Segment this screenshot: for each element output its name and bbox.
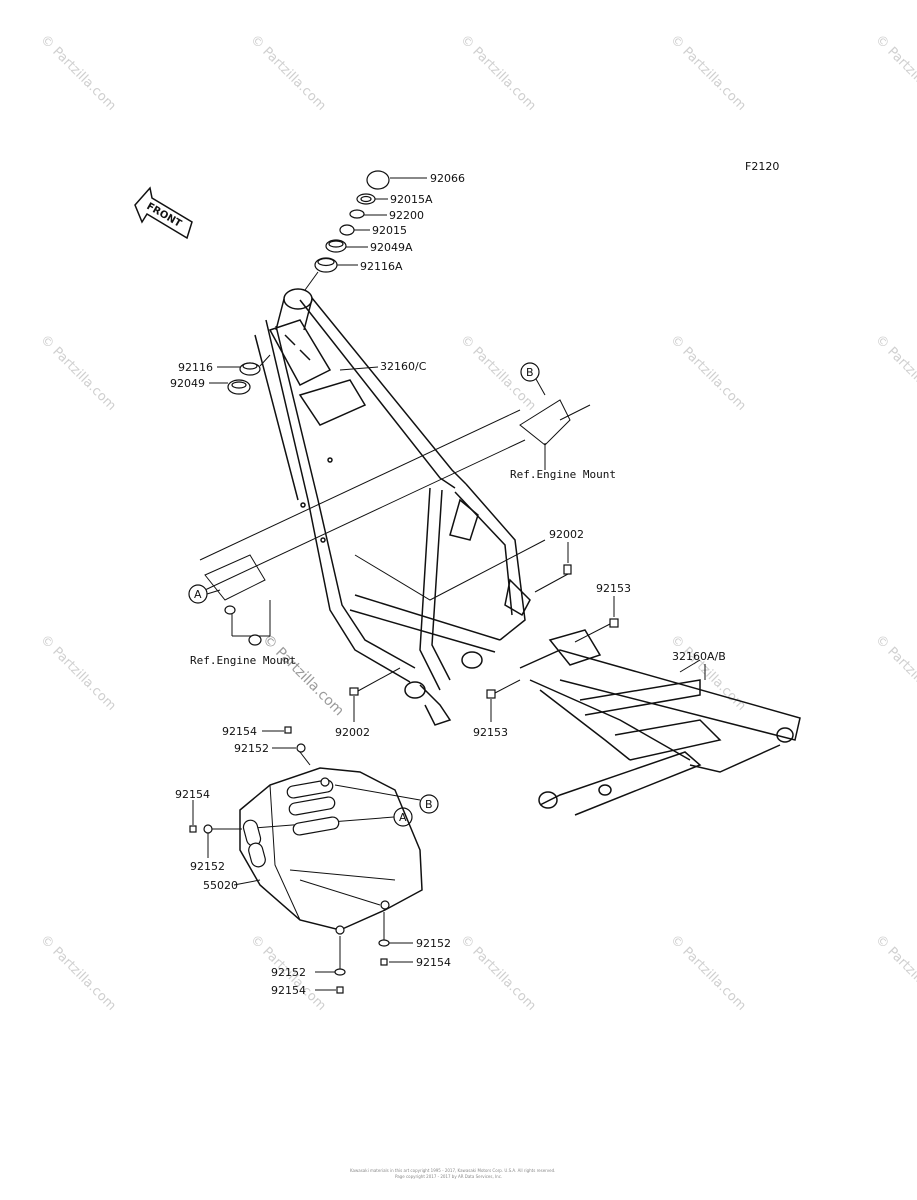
part-label-92015A: 92015A <box>390 193 433 206</box>
watermark: © Partzilla.com <box>37 632 119 714</box>
watermark: © Partzilla.com <box>872 332 917 414</box>
watermark: © Partzilla.com <box>37 332 119 414</box>
part-label-92153-bottom: 92153 <box>473 726 508 739</box>
engine-mount-ref-band <box>199 399 591 646</box>
watermark: © Partzilla.com <box>872 32 917 114</box>
callout-letter-a: A <box>399 811 407 824</box>
cap-92066 <box>366 170 390 190</box>
part-label-92200: 92200 <box>389 209 424 222</box>
front-arrow-icon: FRONT <box>134 186 193 240</box>
bolt-92153-bottom <box>486 679 521 722</box>
bolt-92002-bottom <box>349 667 401 722</box>
steering-bearing-stack <box>304 170 427 291</box>
part-label-55020: 55020 <box>203 879 238 892</box>
footer-page-copyright: Page copyright 2017 - 2017 by AR Data Se… <box>395 1174 502 1179</box>
part-label-92049A: 92049A <box>370 241 413 254</box>
bolt-92002-right <box>534 542 572 593</box>
ref-engine-mount-lower: Ref.Engine Mount <box>190 654 296 667</box>
callout-b-upper: B <box>520 362 546 396</box>
watermark: © Partzilla.com <box>457 32 539 114</box>
watermark: © Partzilla.com <box>667 332 749 414</box>
figure-code: F2120 <box>745 160 779 173</box>
bolt-92153-right <box>574 596 619 643</box>
part-label-92154-left: 92154 <box>175 788 210 801</box>
callout-a-upper: A <box>188 584 221 604</box>
watermark: © Partzilla.com <box>872 632 917 714</box>
main-frame-32160C <box>254 288 531 726</box>
part-label-92049: 92049 <box>170 377 205 390</box>
part-label-92116: 92116 <box>178 361 213 374</box>
footer-copyright: Kawasaki materials in this art copyright… <box>350 1168 555 1173</box>
callout-letter-b: B <box>526 366 534 379</box>
part-label-92066: 92066 <box>430 172 465 185</box>
skid-plate-55020 <box>233 767 423 935</box>
part-label-92116A: 92116A <box>360 260 403 273</box>
part-label-92153-right: 92153 <box>596 582 631 595</box>
watermark: © Partzilla.com <box>247 32 329 114</box>
callout-b-lower: B <box>334 784 439 814</box>
lower-bearing-stack <box>209 354 271 395</box>
part-label-92152-top: 92152 <box>234 742 269 755</box>
part-label-32160AB: 32160A/B <box>672 650 726 663</box>
part-label-92152-bl: 92152 <box>271 966 306 979</box>
part-label-92154-br: 92154 <box>416 956 451 969</box>
watermark: © Partzilla.com <box>37 932 119 1014</box>
part-label-92015: 92015 <box>372 224 407 237</box>
watermark-overlay: © Partzilla.com <box>259 632 347 720</box>
callout-letter-b: B <box>425 798 433 811</box>
washer-92200 <box>349 209 365 219</box>
watermark: © Partzilla.com <box>667 632 749 714</box>
watermark: © Partzilla.com <box>872 932 917 1014</box>
seal-92015 <box>339 224 355 236</box>
watermark-grid: © Partzilla.com © Partzilla.com © Partzi… <box>37 32 917 1014</box>
watermark: © Partzilla.com <box>37 32 119 114</box>
watermark: © Partzilla.com <box>457 932 539 1014</box>
part-label-92002-bottom: 92002 <box>335 726 370 739</box>
subframe-32160AB <box>519 629 801 816</box>
part-label-32160C: 32160/C <box>380 360 427 373</box>
part-label-92154-bl: 92154 <box>271 984 306 997</box>
watermark: © Partzilla.com <box>667 32 749 114</box>
part-label-92152-left: 92152 <box>190 860 225 873</box>
part-label-92002-right: 92002 <box>549 528 584 541</box>
part-label-92154-top: 92154 <box>222 725 257 738</box>
part-label-92152-br: 92152 <box>416 937 451 950</box>
watermark: © Partzilla.com <box>667 932 749 1014</box>
ref-engine-mount-upper: Ref.Engine Mount <box>510 468 616 481</box>
skid-plate-fasteners <box>189 726 413 994</box>
callout-letter-a: A <box>194 588 202 601</box>
